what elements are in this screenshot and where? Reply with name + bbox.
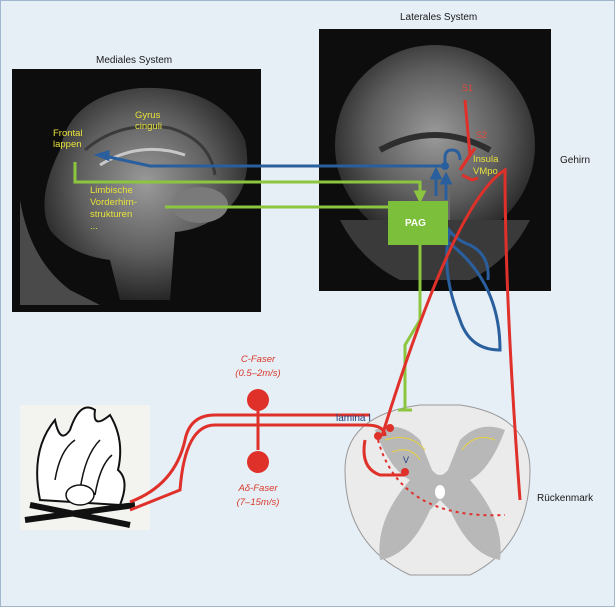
ad-fiber-ganglion	[247, 451, 269, 473]
limbic-label-2: Vorderhirn-	[90, 197, 137, 208]
pag-box	[388, 201, 448, 245]
red-pathways	[129, 99, 522, 512]
lamina-v-node	[401, 468, 409, 476]
s1-label: S1	[462, 83, 474, 93]
thalamus-node	[441, 162, 449, 170]
coronal-mri-image	[319, 29, 551, 291]
spinal-cord-section	[344, 404, 531, 576]
c-fiber-ganglion	[247, 389, 269, 411]
fire-illustration	[20, 405, 150, 530]
limbic-label-1: Limbische	[90, 185, 133, 196]
lateral-system-title: Laterales System	[400, 12, 478, 23]
s2-label: S2	[476, 130, 488, 140]
lamina-i-node	[374, 432, 382, 440]
lamina-i-label: lamina I	[336, 413, 372, 424]
pag-label: PAG	[405, 218, 426, 229]
lamina-v-label: V	[403, 455, 410, 465]
medial-system-title: Mediales System	[96, 55, 173, 66]
rueckenmark-label: Rückenmark	[537, 493, 594, 504]
blue-pathways	[93, 148, 502, 352]
vmpo-label: VMpo	[473, 166, 498, 177]
sagittal-mri-image	[12, 69, 261, 312]
gehirn-label: Gehirn	[560, 155, 591, 166]
insula-label: Insula	[473, 154, 499, 165]
limbic-label-4: ...	[90, 221, 98, 232]
frontal-lobe-label: Frontal lappen	[53, 128, 83, 150]
gyrus-cinguli-label: Gyrus cinguli	[135, 110, 162, 132]
c-fiber-speed: (0.5–2m/s)	[235, 368, 281, 379]
green-pathways	[73, 162, 427, 412]
c-fiber-label: C-Faser	[240, 354, 276, 365]
ad-fiber-label: Aδ-Faser	[238, 483, 278, 494]
ad-fiber-speed: (7–15m/s)	[236, 497, 280, 508]
limbic-label-3: strukturen	[90, 209, 133, 220]
